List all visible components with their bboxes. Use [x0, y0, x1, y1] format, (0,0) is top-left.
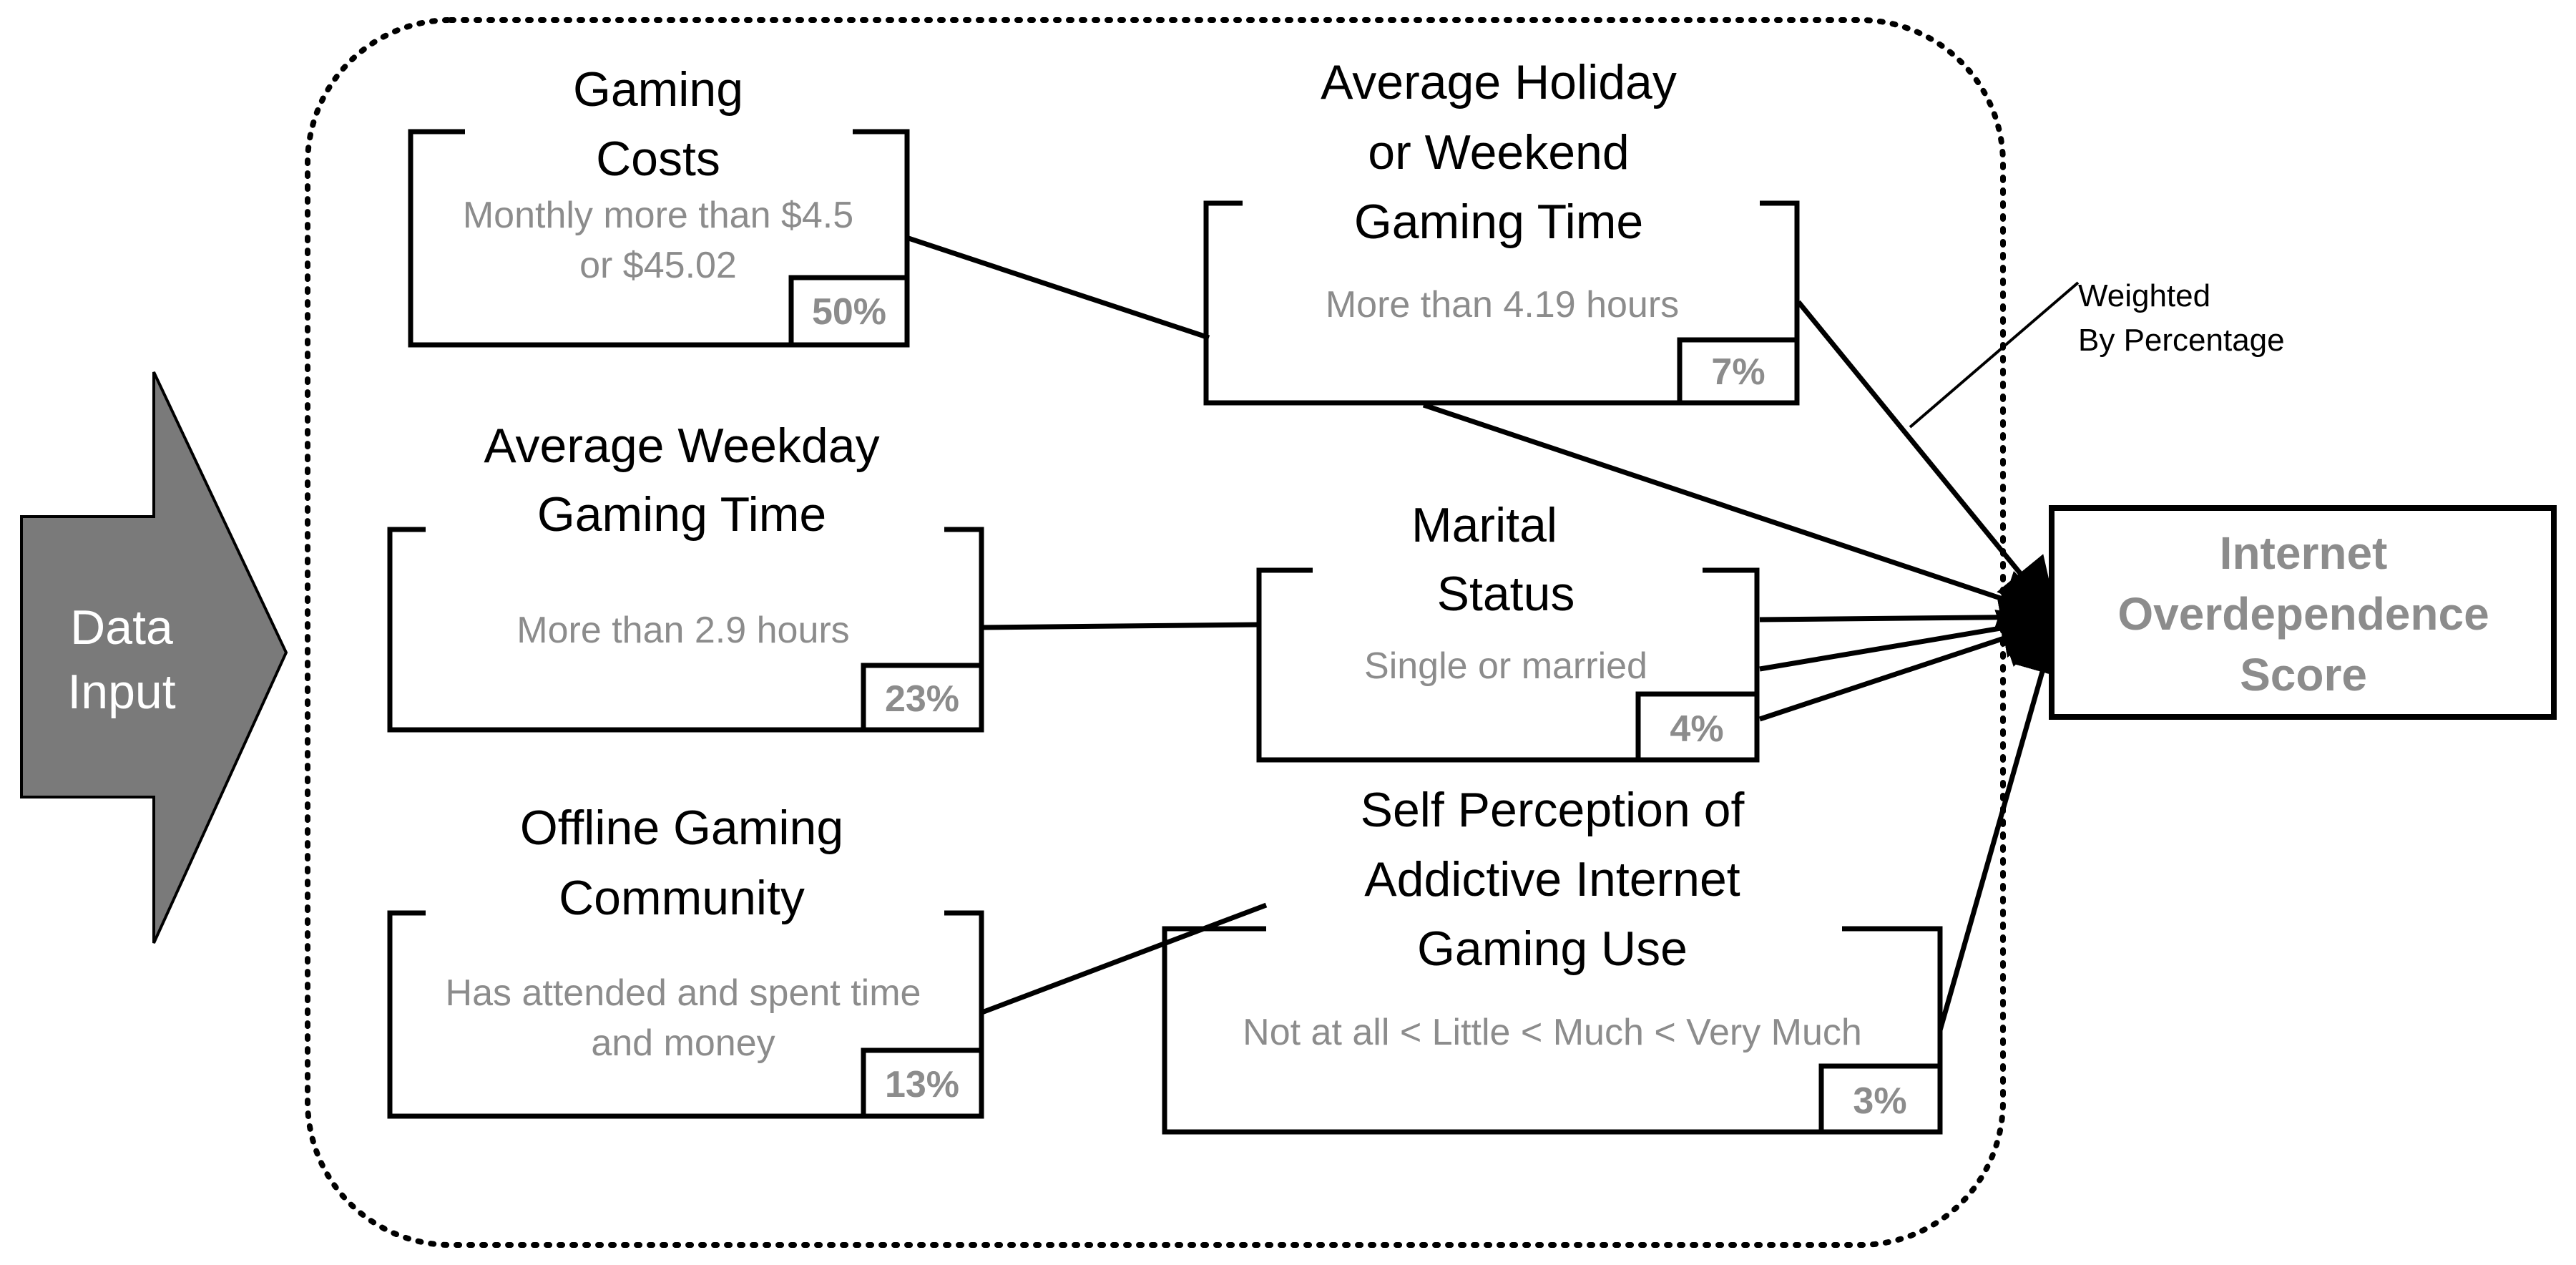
weight-note-line2: By Percentage [2078, 323, 2285, 358]
factor-weight-badge: 13% [885, 1064, 959, 1105]
factor-offline-community: Offline Gaming Community Has attended an… [387, 801, 984, 1119]
output-label-line: Overdependence [2117, 588, 2489, 640]
factor-title-line: Status [1437, 567, 1575, 621]
factor-title-line: Average Holiday [1321, 55, 1677, 109]
factor-desc-line: and money [591, 1022, 775, 1064]
factor-marital-status: Marital Status Single or married 4% [1256, 498, 1760, 763]
link-selfperception-score [1937, 614, 2072, 1031]
weight-note: Weighted By Percentage [1909, 278, 2285, 429]
link-marital-score-a [1759, 587, 2062, 648]
factor-gaming-costs: Gaming Costs Monthly more than $4.5 or $… [408, 62, 910, 348]
factor-holiday-weekend-time: Average Holiday or Weekend Gaming Time M… [1203, 55, 1800, 406]
factor-desc-line: Single or married [1364, 645, 1647, 687]
factor-title-line: Gaming Time [1354, 195, 1643, 249]
factor-weekday-time: Average Weekday Gaming Time More than 2.… [387, 419, 984, 733]
factor-title-line: Self Perception of [1361, 783, 1745, 837]
factor-title-line: Addictive Internet [1364, 852, 1740, 907]
link-weekday-marital [979, 622, 1260, 630]
data-input-label-line2: Input [67, 665, 175, 719]
link-holiday-score-a [1796, 300, 2058, 620]
factor-desc-line: Not at all < Little < Much < Very Much [1243, 1012, 1862, 1053]
factor-desc-line: or $45.02 [579, 245, 737, 286]
weight-note-pointer [1909, 281, 2080, 429]
link-costs-holiday [907, 235, 1210, 341]
factor-title-line: Gaming Use [1417, 922, 1688, 976]
factor-title-line: Gaming Time [537, 487, 826, 542]
factor-title-line: Community [559, 871, 805, 925]
factor-desc-line: Monthly more than $4.5 [463, 195, 853, 236]
link-offline-selfperception [979, 902, 1268, 1016]
link-marital-score-b [1759, 598, 2062, 672]
factor-title-line: Average Weekday [484, 419, 879, 473]
factor-weight-badge: 50% [812, 291, 886, 333]
factor-title-line: Gaming [573, 62, 743, 117]
factor-title-line: or Weekend [1368, 125, 1629, 180]
output-label-line: Internet [2220, 527, 2388, 579]
data-input-arrow: Data Input [20, 371, 288, 944]
factor-self-perception: Self Perception of Addictive Internet Ga… [1162, 783, 1943, 1135]
factor-weight-badge: 7% [1711, 351, 1765, 393]
factor-title-line: Marital [1411, 498, 1557, 552]
factor-desc-line: Has attended and spent time [446, 972, 921, 1014]
connector-lines [907, 235, 2072, 1031]
output-label-line: Score [2240, 649, 2367, 700]
factor-title-line: Offline Gaming [520, 801, 843, 855]
factor-weight-badge: 3% [1853, 1080, 1906, 1122]
data-input-label-line1: Data [70, 600, 173, 655]
factor-desc-line: More than 2.9 hours [516, 610, 849, 651]
link-marital-score-c [1758, 610, 2062, 722]
factor-weight-badge: 23% [885, 678, 959, 720]
link-holiday-score-b [1422, 402, 2062, 628]
factor-weight-badge: 4% [1670, 708, 1723, 750]
factor-title-line: Costs [596, 132, 720, 186]
factor-desc-line: More than 4.19 hours [1326, 284, 1679, 326]
output-score-box: Internet Overdependence Score [2049, 505, 2557, 720]
weight-note-line1: Weighted [2078, 278, 2210, 313]
